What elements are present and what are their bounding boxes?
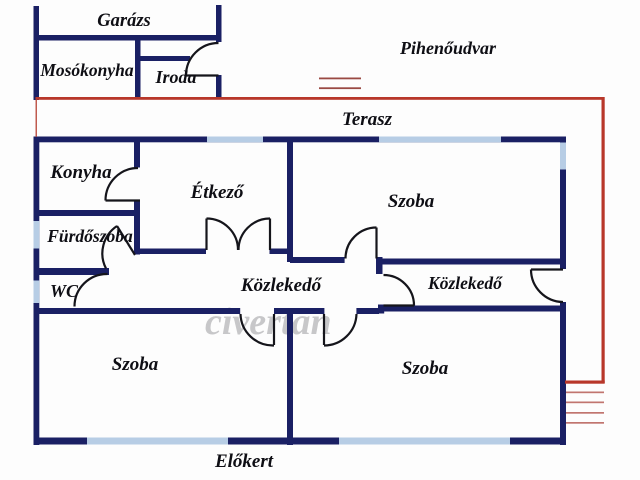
svg-text:Szoba: Szoba bbox=[402, 358, 449, 379]
svg-text:Konyha: Konyha bbox=[49, 162, 112, 183]
svg-text:Közlekedő: Közlekedő bbox=[427, 273, 503, 293]
svg-text:Terasz: Terasz bbox=[342, 109, 393, 130]
svg-text:Garázs: Garázs bbox=[97, 11, 150, 31]
svg-text:Étkező: Étkező bbox=[190, 181, 245, 203]
svg-text:Előkert: Előkert bbox=[214, 451, 274, 472]
svg-text:civertan: civertan bbox=[205, 301, 332, 343]
svg-text:Iroda: Iroda bbox=[154, 67, 196, 87]
svg-text:WC: WC bbox=[50, 281, 79, 301]
svg-text:Pihenőudvar: Pihenőudvar bbox=[399, 38, 497, 58]
svg-text:Szoba: Szoba bbox=[388, 191, 435, 212]
svg-text:Közlekedő: Közlekedő bbox=[240, 275, 323, 296]
svg-text:Fürdőszoba: Fürdőszoba bbox=[46, 226, 133, 246]
svg-text:Szoba: Szoba bbox=[112, 354, 159, 375]
svg-text:Mosókonyha: Mosókonyha bbox=[39, 60, 134, 80]
